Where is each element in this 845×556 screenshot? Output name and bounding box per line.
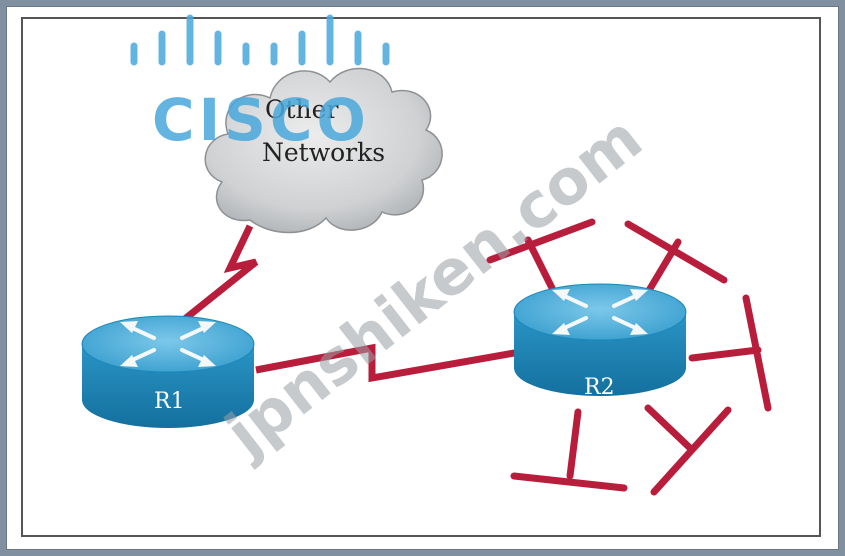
diagram-frame (6, 6, 839, 550)
ethernet-segment-bottom-left (510, 408, 628, 492)
diagram-border (21, 17, 821, 537)
cisco-logo: CISCO (130, 14, 390, 154)
ethernet-segment-bottom-right (644, 404, 732, 496)
serial-link-cloud-r1 (173, 224, 259, 329)
ethernet-segment-right (688, 294, 772, 412)
router-arrows-icon (120, 321, 216, 367)
router-r1: R1 (81, 315, 255, 428)
cisco-logo-text: CISCO (152, 86, 370, 154)
router-label-r2: R2 (584, 375, 615, 400)
router-label-r1: R1 (154, 389, 185, 414)
cloud-other-networks: Other Networks (204, 67, 443, 234)
router-r2: R2 (513, 283, 687, 400)
cisco-bars-icon (130, 14, 390, 66)
cloud-label-line2: Networks (262, 138, 385, 167)
cloud-label-line1: Other (265, 95, 338, 124)
serial-link-r1-r2 (255, 343, 521, 383)
router-arrows-icon (552, 289, 648, 335)
